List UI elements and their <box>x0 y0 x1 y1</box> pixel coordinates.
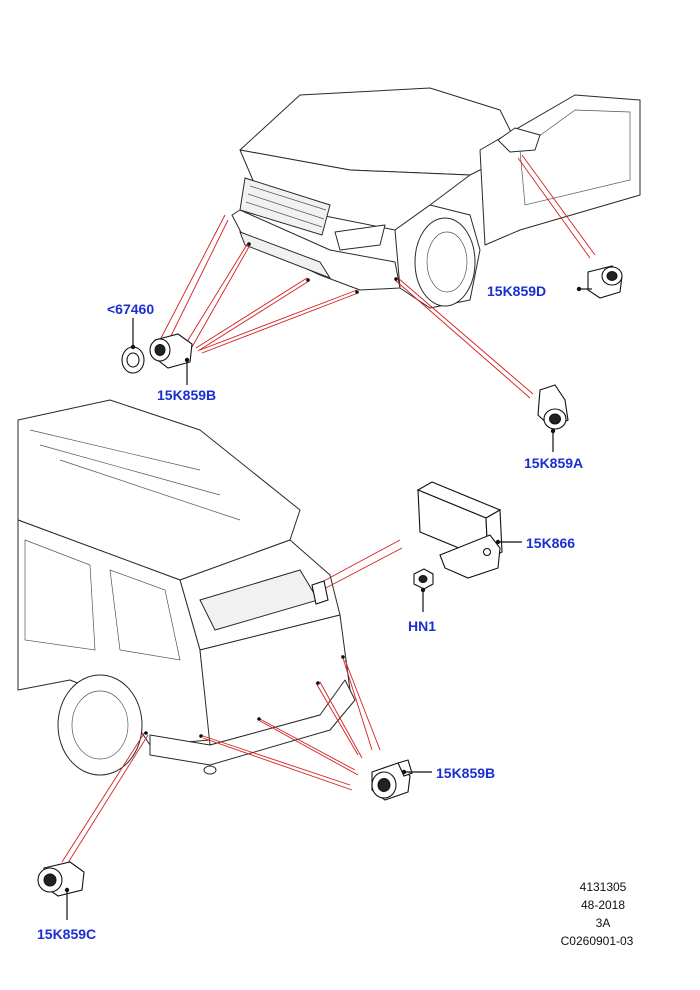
callout-15k859d[interactable]: 15K859D <box>487 283 546 299</box>
callout-67460[interactable]: <67460 <box>107 301 154 317</box>
reference-number: 4131305 <box>580 880 627 894</box>
callout-hn1[interactable]: HN1 <box>408 618 436 634</box>
nut-hn1[interactable] <box>413 568 434 612</box>
tailgate-bracket <box>311 580 329 605</box>
module-15k866[interactable] <box>416 481 522 579</box>
reference-date: 48-2018 <box>581 898 625 912</box>
callout-15k859a[interactable]: 15K859A <box>524 455 583 471</box>
reference-code: C0260901-03 <box>561 934 634 948</box>
sensor-15k859c[interactable] <box>37 861 85 920</box>
illustration-reference-block: 4131305 48-2018 3A C0260901-03 <box>561 880 634 948</box>
sensor-15k859b-rear[interactable] <box>371 759 432 801</box>
callout-15k859c[interactable]: 15K859C <box>37 926 96 942</box>
front-red-leaders <box>159 154 596 399</box>
reference-revision: 3A <box>596 916 611 930</box>
sensor-15k859a[interactable] <box>537 384 569 452</box>
sensor-15k859d[interactable] <box>576 265 623 299</box>
sensor-15k859b-front[interactable] <box>149 333 193 385</box>
callout-15k859b-front[interactable]: 15K859B <box>157 387 216 403</box>
front-vehicle-illustration <box>231 87 641 309</box>
rear-vehicle-illustration <box>17 399 356 776</box>
callout-15k859b-rear[interactable]: 15K859B <box>436 765 495 781</box>
callout-15k866[interactable]: 15K866 <box>526 535 575 551</box>
ring-67460[interactable] <box>121 318 145 374</box>
rear-red-leaders <box>61 539 403 867</box>
